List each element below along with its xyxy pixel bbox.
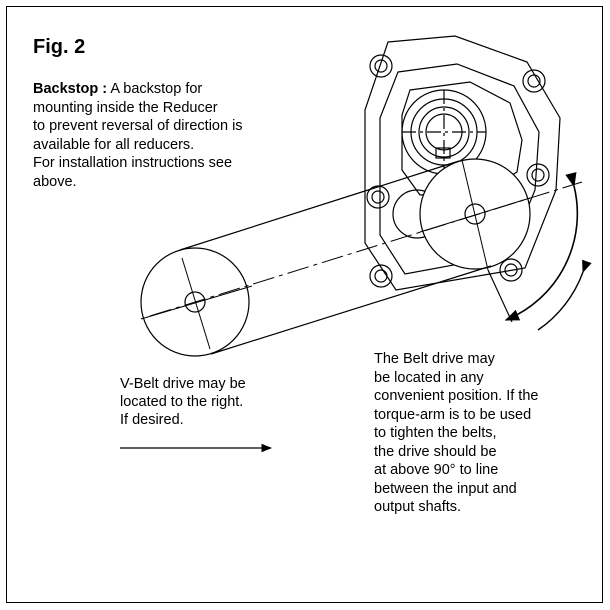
figure-title: Fig. 2: [33, 36, 86, 58]
backstop-note-line-1: Backstop : A backstop for: [33, 80, 333, 99]
left-note-line-1: V-Belt drive may be: [120, 376, 246, 392]
right-note-line-3: convenient position. If the: [374, 388, 539, 404]
backstop-note-line-5: For installation instructions see: [33, 155, 233, 171]
right-note-line-2: be located in any: [374, 369, 484, 386]
right-note-line-4: torque-arm is to be used: [374, 406, 532, 423]
housing-bolt: [366, 185, 390, 209]
backstop-note-line-4: available for all reducers.: [33, 136, 195, 153]
housing-bolt: [526, 163, 550, 187]
backstop-note-line-6: above.: [33, 173, 77, 190]
right-note-line-8: between the input and: [374, 480, 517, 497]
right-drive-note: The Belt drive may be located in any con…: [374, 350, 599, 517]
housing-bolt: [369, 54, 393, 78]
housing-bolt: [522, 69, 546, 93]
left-note-line-3: If desired.: [120, 412, 184, 428]
left-drive-note: V-Belt drive may be located to the right…: [120, 375, 320, 429]
right-note-line-1: The Belt drive may: [374, 351, 495, 367]
right-note-line-9: output shafts.: [374, 499, 462, 515]
right-note-line-7: at above 90° to line: [374, 462, 499, 478]
left-note-line-2: located to the right.: [120, 394, 244, 410]
backstop-note: Backstop : A backstop for mounting insid…: [33, 80, 333, 191]
angle-dimension: [487, 172, 579, 323]
backstop-heading: Backstop :: [33, 81, 108, 97]
figure-frame: [6, 6, 603, 603]
right-note-line-5: to tighten the belts,: [374, 425, 497, 441]
backstop-note-line-2: mounting inside the Reducer: [33, 99, 218, 116]
right-note-line-6: the drive should be: [374, 443, 497, 460]
housing-bolt: [369, 264, 393, 288]
output-shaft: [401, 89, 487, 175]
backstop-note-line-3: to prevent reversal of direction is: [33, 118, 243, 134]
backstop-line-text: A backstop for: [107, 81, 203, 97]
v-belt: [179, 160, 492, 355]
torque-arm-arrow: [537, 259, 592, 331]
